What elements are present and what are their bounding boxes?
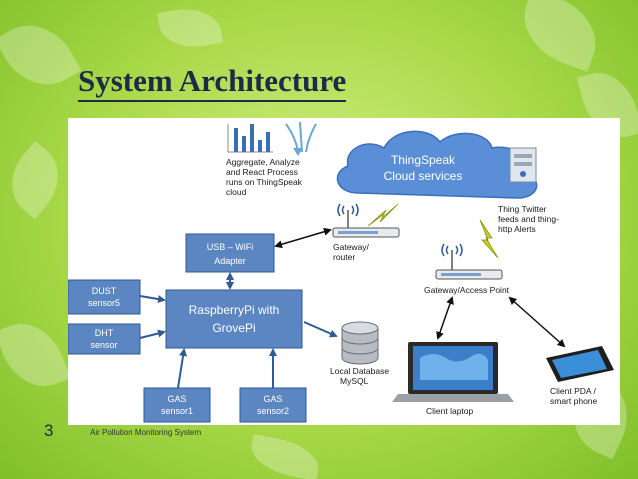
twitter-note-line: http Alerts bbox=[498, 224, 536, 234]
dust-to-pi-arrow bbox=[139, 295, 166, 303]
aggregate-note-line: Aggregate, Analyze bbox=[226, 157, 300, 167]
bar-chart-icon bbox=[227, 124, 273, 153]
architecture-diagram: Aggregate, Analyze and React Process run… bbox=[68, 121, 614, 423]
leaf-decoration bbox=[0, 312, 71, 398]
raspberrypi-box bbox=[165, 289, 303, 349]
router-icon bbox=[435, 269, 503, 280]
wifi-icon bbox=[337, 203, 359, 228]
gateway-router-label: Gateway/ bbox=[333, 242, 370, 252]
database-icon bbox=[341, 321, 379, 365]
gas-sensor1-box bbox=[143, 387, 211, 423]
gateway-router-label: router bbox=[333, 252, 355, 262]
dust-sensor-label: DUST bbox=[92, 286, 117, 296]
gateway-access-point-label: Gateway/Access Point bbox=[424, 285, 510, 295]
gas-sensor2-label: sensor2 bbox=[257, 406, 289, 416]
client-pda-label: smart phone bbox=[550, 396, 598, 406]
usb-wifi-adapter-label: USB – WiFi bbox=[207, 242, 254, 252]
aggregate-note-line: and React Process bbox=[226, 167, 298, 177]
ap-to-laptop-arrow bbox=[436, 296, 454, 340]
ap-to-phone-arrow bbox=[508, 296, 566, 348]
client-pda-label: Client PDA / bbox=[550, 386, 596, 396]
gas1-to-pi-arrow bbox=[177, 348, 188, 389]
arrows-icon bbox=[285, 121, 317, 156]
twitter-note-line: Thing Twitter bbox=[498, 204, 547, 214]
smartphone-icon bbox=[546, 346, 614, 382]
thingspeak-cloud: ThingSpeak Cloud services bbox=[336, 130, 538, 199]
leaf-decoration bbox=[0, 9, 82, 101]
lightning-icon bbox=[479, 219, 499, 259]
raspberrypi-label: RaspberryPi with bbox=[189, 303, 280, 317]
cloud-subtitle: Cloud services bbox=[384, 169, 463, 183]
server-icon bbox=[509, 147, 537, 183]
wifi-icon bbox=[441, 243, 463, 270]
lightning-icon bbox=[367, 203, 399, 227]
slide-title: System Architecture bbox=[78, 62, 347, 102]
client-laptop-label: Client laptop bbox=[426, 406, 474, 416]
dht-to-pi-arrow bbox=[139, 329, 166, 339]
gas-sensor1-label: GAS bbox=[167, 394, 186, 404]
raspberrypi-label: GrovePi bbox=[212, 321, 255, 335]
router-icon bbox=[332, 227, 400, 238]
dust-sensor-label: sensor5 bbox=[88, 298, 120, 308]
dht-sensor-label: DHT bbox=[95, 328, 114, 338]
cloud-title: ThingSpeak bbox=[391, 153, 456, 167]
usb-to-router-arrow bbox=[274, 227, 332, 249]
gas-sensor1-label: sensor1 bbox=[161, 406, 193, 416]
leaf-decoration bbox=[247, 434, 323, 479]
aggregate-note-line: runs on ThingSpeak bbox=[226, 177, 303, 187]
leaf-decoration bbox=[0, 140, 74, 220]
twitter-note-line: feeds and thing- bbox=[498, 214, 559, 224]
aggregate-note-line: cloud bbox=[226, 187, 247, 197]
gas-sensor2-label: GAS bbox=[263, 394, 282, 404]
footer-text: Air Pollution Monitoring System bbox=[90, 428, 202, 437]
usb-wifi-adapter-label: Adapter bbox=[214, 256, 246, 266]
architecture-diagram-panel: Aggregate, Analyze and React Process run… bbox=[68, 118, 620, 425]
leaf-decoration bbox=[156, 3, 224, 53]
local-db-label: MySQL bbox=[340, 376, 369, 386]
dht-sensor-label: sensor bbox=[90, 340, 117, 350]
page-number: 3 bbox=[44, 421, 54, 440]
usb-wifi-adapter-box bbox=[185, 233, 275, 273]
pi-to-db-arrow bbox=[303, 321, 338, 338]
leaf-decoration bbox=[512, 0, 608, 72]
laptop-icon bbox=[392, 342, 514, 402]
dht-sensor-box bbox=[68, 323, 141, 355]
local-db-label: Local Database bbox=[330, 366, 389, 376]
